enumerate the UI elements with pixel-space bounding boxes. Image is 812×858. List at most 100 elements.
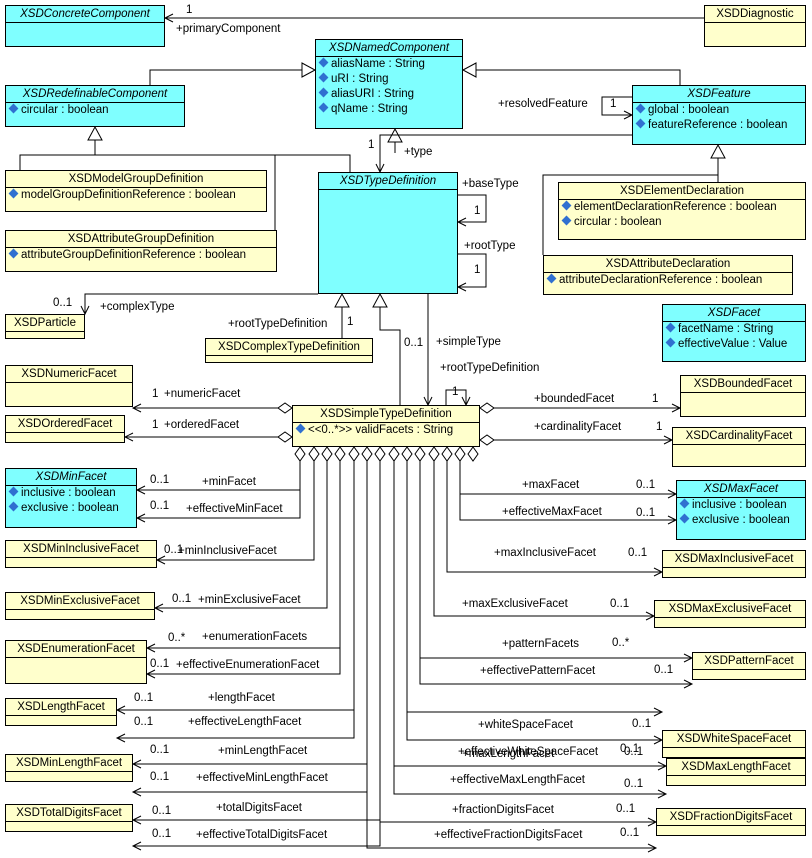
- aggregation-diamond: [294, 446, 306, 462]
- class-name: XSDModelGroupDefinition: [68, 173, 204, 185]
- navigation-arrowhead: [647, 843, 658, 853]
- public-attribute-icon: [318, 102, 329, 113]
- class-ordered[interactable]: XSDOrderedFacet: [5, 415, 125, 443]
- compartment-divider: [293, 422, 479, 423]
- class-cardinality[interactable]: XSDCardinalityFacet: [672, 427, 806, 467]
- multiplicity-label: 0..1: [610, 598, 630, 610]
- multiplicity-label: 0..*: [168, 632, 186, 644]
- class-diagnostic[interactable]: XSDDiagnostic: [704, 5, 806, 47]
- attribute-row: modelGroupDefinitionReference : boolean: [6, 188, 266, 203]
- association-line: [379, 461, 656, 823]
- compartment-divider: [6, 331, 84, 332]
- class-concrete[interactable]: XSDConcreteComponent: [5, 5, 165, 47]
- aggregation-diamond: [479, 434, 495, 446]
- navigation-arrowhead: [145, 643, 156, 653]
- class-pattern[interactable]: XSDPatternFacet: [692, 652, 806, 680]
- role-label: +effectiveMinLengthFacet: [196, 772, 328, 784]
- attribute-row: elementDeclarationReference : boolean: [559, 200, 805, 215]
- aggregation-diamond: [361, 446, 373, 462]
- compartment-divider: [6, 102, 184, 103]
- generalization-arrowhead: [334, 292, 350, 308]
- class-minexclusive[interactable]: XSDMinExclusiveFacet: [5, 592, 155, 620]
- association-line: [393, 461, 666, 795]
- multiplicity-label: 1: [152, 419, 159, 431]
- class-particle[interactable]: XSDParticle: [5, 314, 85, 339]
- class-name: XSDMaxExclusiveFacet: [668, 603, 792, 615]
- class-typedef[interactable]: XSDTypeDefinition: [318, 172, 458, 294]
- compartment-divider: [6, 771, 132, 772]
- aggregation-diamond: [428, 446, 440, 462]
- public-attribute-icon: [8, 188, 19, 199]
- class-whitespace[interactable]: XSDWhiteSpaceFacet: [662, 730, 806, 758]
- aggregation-diamond: [321, 446, 333, 462]
- attribute-text: circular : boolean: [21, 104, 109, 116]
- compartment-divider: [677, 497, 805, 498]
- attribute-text: inclusive : boolean: [21, 487, 116, 499]
- class-name: XSDPatternFacet: [704, 655, 794, 667]
- generalization-arrowhead: [372, 292, 388, 308]
- multiplicity-label: 1: [452, 386, 459, 398]
- multiplicity-label: +maxFacet: [522, 479, 580, 491]
- association-line: [458, 253, 487, 288]
- aggregation-diamond: [454, 446, 466, 462]
- association-line: [601, 96, 632, 116]
- attribute-row: qName : String: [316, 102, 462, 117]
- multiplicity-label: +maxExclusiveFacet: [462, 598, 568, 610]
- association-line: [117, 461, 355, 711]
- generalization-line: [149, 69, 315, 85]
- class-fractiondigits[interactable]: XSDFractionDigitsFacet: [656, 808, 806, 836]
- multiplicity-label: 0..1: [134, 716, 154, 728]
- class-name: XSDOrderedFacet: [17, 418, 113, 430]
- public-attribute-icon: [635, 118, 646, 129]
- multiplicity-label: 1: [656, 421, 663, 433]
- public-attribute-icon: [679, 498, 690, 509]
- class-maxinclusive[interactable]: XSDMaxInclusiveFacet: [662, 550, 806, 578]
- multiplicity-label: +minExclusiveFacet: [198, 594, 301, 606]
- public-attribute-icon: [318, 57, 329, 68]
- class-name: XSDFractionDigitsFacet: [669, 811, 793, 823]
- multiplicity-label: 0..1: [150, 771, 170, 783]
- navigation-arrowhead: [456, 282, 467, 292]
- class-minlength[interactable]: XSDMinLengthFacet: [5, 754, 133, 782]
- multiplicity-label: 0..1: [150, 744, 170, 756]
- multiplicity-label: 0..1: [624, 746, 644, 758]
- class-maxexclusive[interactable]: XSDMaxExclusiveFacet: [654, 600, 806, 628]
- public-attribute-icon: [561, 200, 572, 211]
- attribute-text: modelGroupDefinitionReference : boolean: [21, 189, 236, 201]
- class-mininclusive[interactable]: XSDMinInclusiveFacet: [5, 540, 157, 568]
- class-name: XSDAttributeDeclaration: [605, 258, 731, 270]
- class-maxlength[interactable]: XSDMaxLengthFacet: [666, 758, 806, 786]
- multiplicity-label: 0..1: [632, 718, 652, 730]
- attribute-row: circular : boolean: [559, 215, 805, 230]
- compartment-divider: [6, 432, 124, 433]
- class-enumeration[interactable]: XSDEnumerationFacet: [5, 640, 147, 684]
- class-simpletype[interactable]: XSDSimpleTypeDefinition<<0..*>> validFac…: [292, 405, 480, 447]
- role-label: +effectiveWhiteSpaceFacet: [458, 746, 599, 758]
- class-bounded[interactable]: XSDBoundedFacet: [680, 375, 806, 417]
- class-name: XSDParticle: [14, 317, 76, 329]
- compartment-divider: [663, 747, 805, 748]
- role-label: +rootTypeDefinition: [228, 318, 328, 330]
- class-totaldigits[interactable]: XSDTotalDigitsFacet: [5, 804, 133, 832]
- aggregation-diamond: [374, 446, 386, 462]
- role-label: +effectiveMaxFacet: [502, 506, 602, 518]
- class-modelgroup[interactable]: XSDModelGroupDefinition modelGroupDefinit…: [5, 170, 267, 212]
- role-label: +orderedFacet: [164, 419, 240, 431]
- class-complextype[interactable]: XSDComplexTypeDefinition: [205, 338, 373, 363]
- compartment-divider: [6, 382, 132, 383]
- attribute-row: uRI : String: [316, 72, 462, 87]
- class-numeric[interactable]: XSDNumericFacet: [5, 365, 133, 407]
- class-length[interactable]: XSDLengthFacet: [5, 698, 117, 726]
- class-name: XSDComplexTypeDefinition: [218, 341, 360, 353]
- attribute-row: global : boolean: [633, 103, 805, 118]
- attribute-text: aliasName : String: [331, 58, 425, 70]
